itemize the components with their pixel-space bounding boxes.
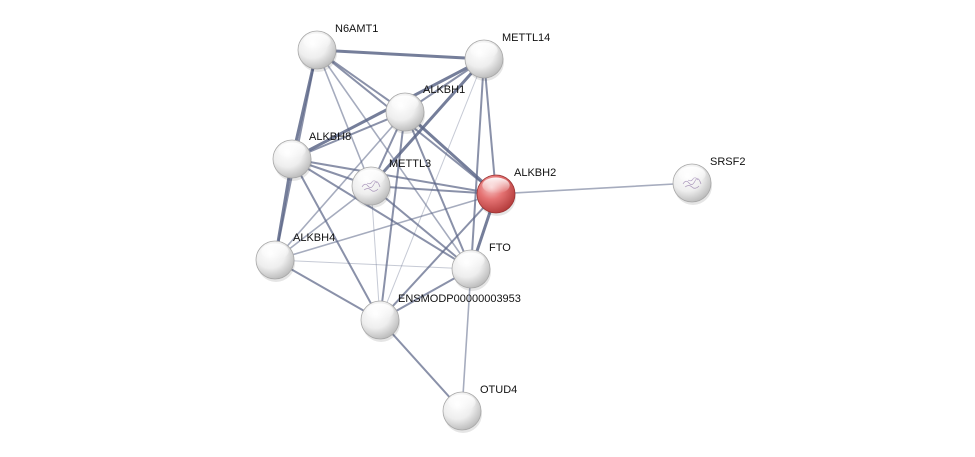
edge-ensmodp00000003953-otud4[interactable]	[379, 319, 463, 412]
edge-fto-otud4[interactable]	[461, 268, 472, 412]
node-gloss	[470, 42, 498, 59]
node-label: METTL3	[389, 158, 431, 170]
node-gloss	[457, 252, 485, 269]
node-alkbh4[interactable]: ALKBH4	[255, 232, 335, 282]
node-label: METTL14	[502, 32, 550, 44]
node-gloss	[278, 142, 306, 159]
node-gloss	[261, 243, 289, 260]
node-label: ENSMODP00000003953	[398, 293, 521, 305]
node-label: ALKBH8	[309, 131, 351, 143]
edge-mettl3-alkbh2[interactable]	[370, 185, 497, 195]
node-mettl3[interactable]: METTL3	[351, 158, 431, 208]
node-gloss	[391, 95, 419, 112]
edges-layer	[273, 48, 693, 412]
node-ensmodp00000003953[interactable]: ENSMODP00000003953	[360, 293, 521, 342]
node-gloss	[357, 169, 385, 186]
edge-alkbh8-fto[interactable]	[291, 158, 472, 270]
edge-alkbh4-fto[interactable]	[274, 259, 472, 270]
edge-alkbh8-alkbh2[interactable]	[291, 158, 497, 195]
edge-mettl3-fto[interactable]	[370, 185, 472, 270]
node-otud4[interactable]: OTUD4	[442, 384, 517, 433]
edge-alkbh2-alkbh4[interactable]	[274, 193, 497, 261]
edge-mettl3-alkbh4[interactable]	[274, 185, 372, 261]
node-gloss	[448, 394, 476, 411]
edge-mettl14-alkbh2[interactable]	[483, 58, 497, 195]
node-fto[interactable]: FTO	[451, 242, 511, 291]
edge-n6amt1-mettl14[interactable]	[315, 48, 486, 61]
node-gloss	[482, 177, 510, 194]
edge-mettl14-mettl3[interactable]	[369, 57, 486, 188]
node-gloss	[678, 166, 706, 183]
edge-alkbh1-alkbh8[interactable]	[291, 111, 406, 160]
node-label: N6AMT1	[335, 23, 378, 35]
edge-alkbh2-ensmodp00000003953[interactable]	[379, 193, 497, 321]
edge-mettl3-ensmodp00000003953[interactable]	[370, 185, 381, 321]
node-alkbh8[interactable]: ALKBH8	[272, 131, 351, 181]
edge-alkbh8-ensmodp00000003953[interactable]	[291, 158, 381, 321]
node-mettl14[interactable]: METTL14	[464, 32, 550, 81]
node-alkbh2[interactable]: ALKBH2	[476, 167, 556, 216]
node-label: ALKBH4	[293, 232, 335, 244]
node-label: OTUD4	[480, 384, 517, 396]
edge-alkbh2-srsf2[interactable]	[495, 182, 693, 195]
node-label: ALKBH1	[423, 84, 465, 96]
node-label: SRSF2	[710, 156, 745, 168]
edge-alkbh1-alkbh4[interactable]	[274, 111, 406, 261]
node-gloss	[366, 303, 394, 320]
edge-alkbh4-ensmodp00000003953[interactable]	[274, 259, 381, 321]
node-n6amt1[interactable]: N6AMT1	[297, 23, 378, 72]
node-srsf2[interactable]: SRSF2	[672, 156, 745, 205]
edge-alkbh1-ensmodp00000003953[interactable]	[379, 111, 406, 321]
node-alkbh1[interactable]: ALKBH1	[385, 84, 465, 134]
node-gloss	[303, 33, 331, 50]
node-label: ALKBH2	[514, 167, 556, 179]
edge-n6amt1-mettl3[interactable]	[316, 49, 372, 187]
edge-mettl14-fto[interactable]	[470, 58, 485, 270]
node-label: FTO	[489, 242, 511, 254]
edge-alkbh1-alkbh2[interactable]	[403, 110, 498, 196]
